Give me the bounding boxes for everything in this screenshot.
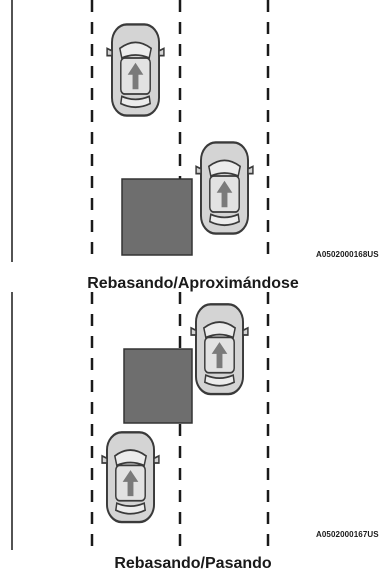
blind-spot-zone — [121, 178, 193, 256]
figure-passing: A0502000167US — [0, 292, 386, 552]
figure-code: A0502000167US — [316, 530, 379, 539]
passing-diagram — [11, 292, 270, 550]
car-top-view-icon — [100, 431, 161, 524]
figure-code: A0502000168US — [316, 250, 379, 259]
car-top-view-icon — [105, 23, 166, 117]
figure-approaching: A0502000168US — [11, 0, 379, 262]
figure-caption: Rebasando/Aproximándose — [87, 275, 299, 292]
blind-spot-zone — [123, 348, 193, 424]
car-top-view-icon — [189, 303, 250, 396]
approaching-diagram — [11, 0, 270, 262]
car-top-view-icon — [194, 141, 255, 235]
figure-caption: Rebasando/Pasando — [114, 555, 272, 572]
